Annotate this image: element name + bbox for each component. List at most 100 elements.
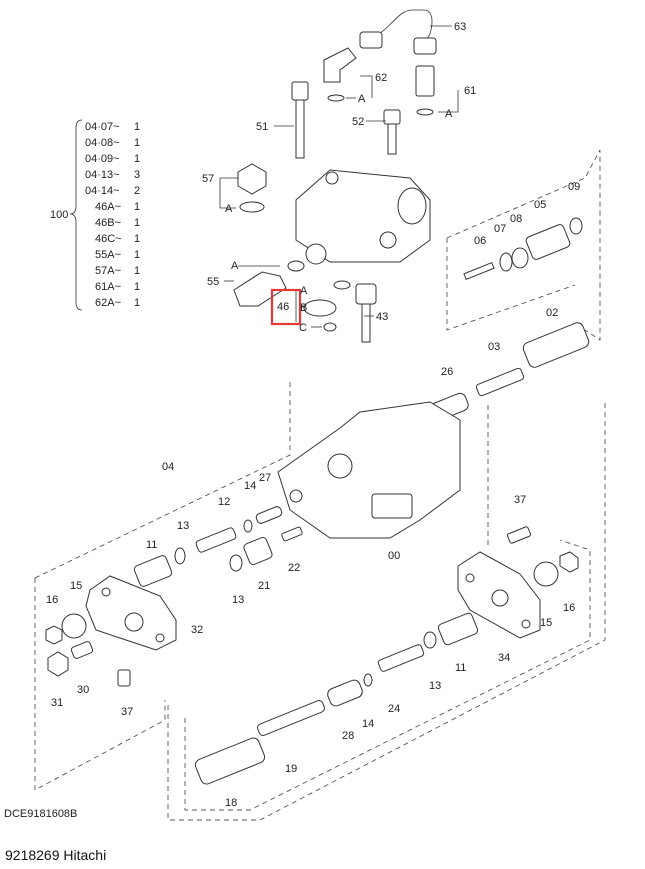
callout-07: 07 [494, 223, 506, 235]
bolt-52-shank [387, 123, 397, 155]
callout-03: 03 [488, 341, 500, 353]
kit-entry-qty: 1 [134, 297, 140, 309]
callout-16b: 16 [563, 602, 575, 614]
callout-02: 02 [546, 307, 558, 319]
callout-63: 63 [454, 21, 466, 33]
callout-62: 62 [375, 72, 387, 84]
callout-28: 28 [342, 730, 354, 742]
callout-00: 00 [388, 550, 400, 562]
kit-entry-qty: 1 [134, 265, 140, 277]
kit-bracket [69, 119, 83, 311]
kit-entry-code: 61A~ [95, 281, 121, 293]
spool-19 [257, 700, 325, 736]
kit-entry-qty: 2 [134, 185, 140, 197]
adjuster-11-left [133, 555, 173, 587]
callout-14a: 14 [244, 480, 256, 492]
o-ring-46b [303, 299, 337, 317]
cover-34-hole-1 [465, 573, 475, 583]
callout-57: 57 [202, 173, 214, 185]
bolt-52-head [383, 109, 401, 125]
kit-entry-qty: 1 [134, 137, 140, 149]
callout-13c: 13 [429, 680, 441, 692]
pressure-sensor-55 [233, 271, 287, 307]
callout-31: 31 [51, 697, 63, 709]
housing-port-lower [371, 493, 413, 519]
callout-12: 12 [218, 496, 230, 508]
boundary-line-main-left [34, 380, 291, 579]
callout-16a: 16 [46, 594, 58, 606]
kit-entry-code: 57A~ [95, 265, 121, 277]
callout-09: 09 [568, 181, 580, 193]
fitting-nut-63-right [413, 37, 437, 55]
kit-entry-qty: 1 [134, 233, 140, 245]
callout-37a: 37 [514, 494, 526, 506]
cap-21 [243, 537, 273, 565]
highlight-box-part-46 [270, 288, 302, 326]
callout-15b: 15 [540, 617, 552, 629]
o-ring-13-lower [229, 554, 243, 572]
callout-51: 51 [256, 121, 268, 133]
bolt-51-shank [295, 99, 305, 159]
letter-a-62: A [358, 93, 366, 105]
callout-30: 30 [77, 684, 89, 696]
callout-26: 26 [441, 366, 453, 378]
spool-24 [377, 644, 425, 672]
spool-03 [475, 367, 525, 397]
elbow-fitting-62 [323, 47, 357, 83]
nut-15-left [61, 613, 87, 639]
callout-05: 05 [534, 199, 546, 211]
cover-34-hole-2 [491, 589, 509, 607]
pin-06 [463, 261, 495, 281]
kit-entry-code: 46C~ [95, 233, 122, 245]
kit-entry-code: 55A~ [95, 249, 121, 261]
letter-a-61: A [445, 108, 453, 120]
kit-entry-code: 62A~ [95, 297, 121, 309]
letter-a-46: A [300, 285, 308, 297]
callout-27: 27 [259, 472, 271, 484]
sub-part-letters: A A A A A B C [225, 93, 453, 334]
callout-18: 18 [225, 797, 237, 809]
kit-entry-qty: 1 [134, 153, 140, 165]
boundary-line-upper-right [446, 149, 601, 341]
housing-port-main [327, 453, 353, 479]
leader-lines [219, 25, 459, 328]
callout-46: 46 [277, 301, 289, 313]
callout-19: 19 [285, 763, 297, 775]
o-ring-61a [416, 108, 434, 116]
kit-entry-code: 04·08~ [85, 137, 120, 149]
kit-entry-qty: 1 [134, 217, 140, 229]
callout-34: 34 [498, 652, 510, 664]
plug-57 [237, 163, 267, 195]
callout-55: 55 [207, 276, 219, 288]
set-screw-30 [70, 641, 94, 659]
bolt-51-head [291, 81, 309, 101]
kit-entry-code: 04·09~ [85, 153, 120, 165]
callout-11b: 11 [455, 662, 466, 674]
spring-28 [327, 679, 363, 707]
kit-label: 100 [50, 209, 68, 221]
callout-61: 61 [464, 85, 476, 97]
kit-entry-code: 46A~ [95, 201, 121, 213]
o-ring-14-left [243, 519, 253, 533]
upper-body-port-3 [325, 171, 339, 185]
housing-port-side [289, 489, 303, 503]
spring-27 [255, 506, 283, 524]
bolt-37-right [507, 526, 531, 544]
o-ring-13-right [423, 631, 437, 649]
callout-32: 32 [191, 624, 203, 636]
kit-list: 100 04·07~ 1 04·08~ 1 04·09~ 1 04·13~ 3 … [50, 121, 140, 309]
callout-15a: 15 [70, 580, 82, 592]
kit-entry-qty: 1 [134, 201, 140, 213]
o-ring-46a [333, 280, 351, 290]
letter-a-57: A [225, 203, 233, 215]
boundary-line-main-outer [34, 578, 166, 791]
boundary-line-lower-inner [167, 400, 606, 821]
nut-16-left [45, 625, 63, 645]
kit-entry-code: 46B~ [95, 217, 121, 229]
o-ring-13-upper [174, 547, 186, 565]
callout-22: 22 [288, 562, 300, 574]
callout-14b: 14 [362, 718, 374, 730]
callout-04: 04 [162, 461, 174, 473]
upper-body-port-1 [305, 243, 327, 265]
part-callouts: 63 62 61 51 52 57 55 46 43 09 08 07 06 0… [46, 21, 580, 809]
